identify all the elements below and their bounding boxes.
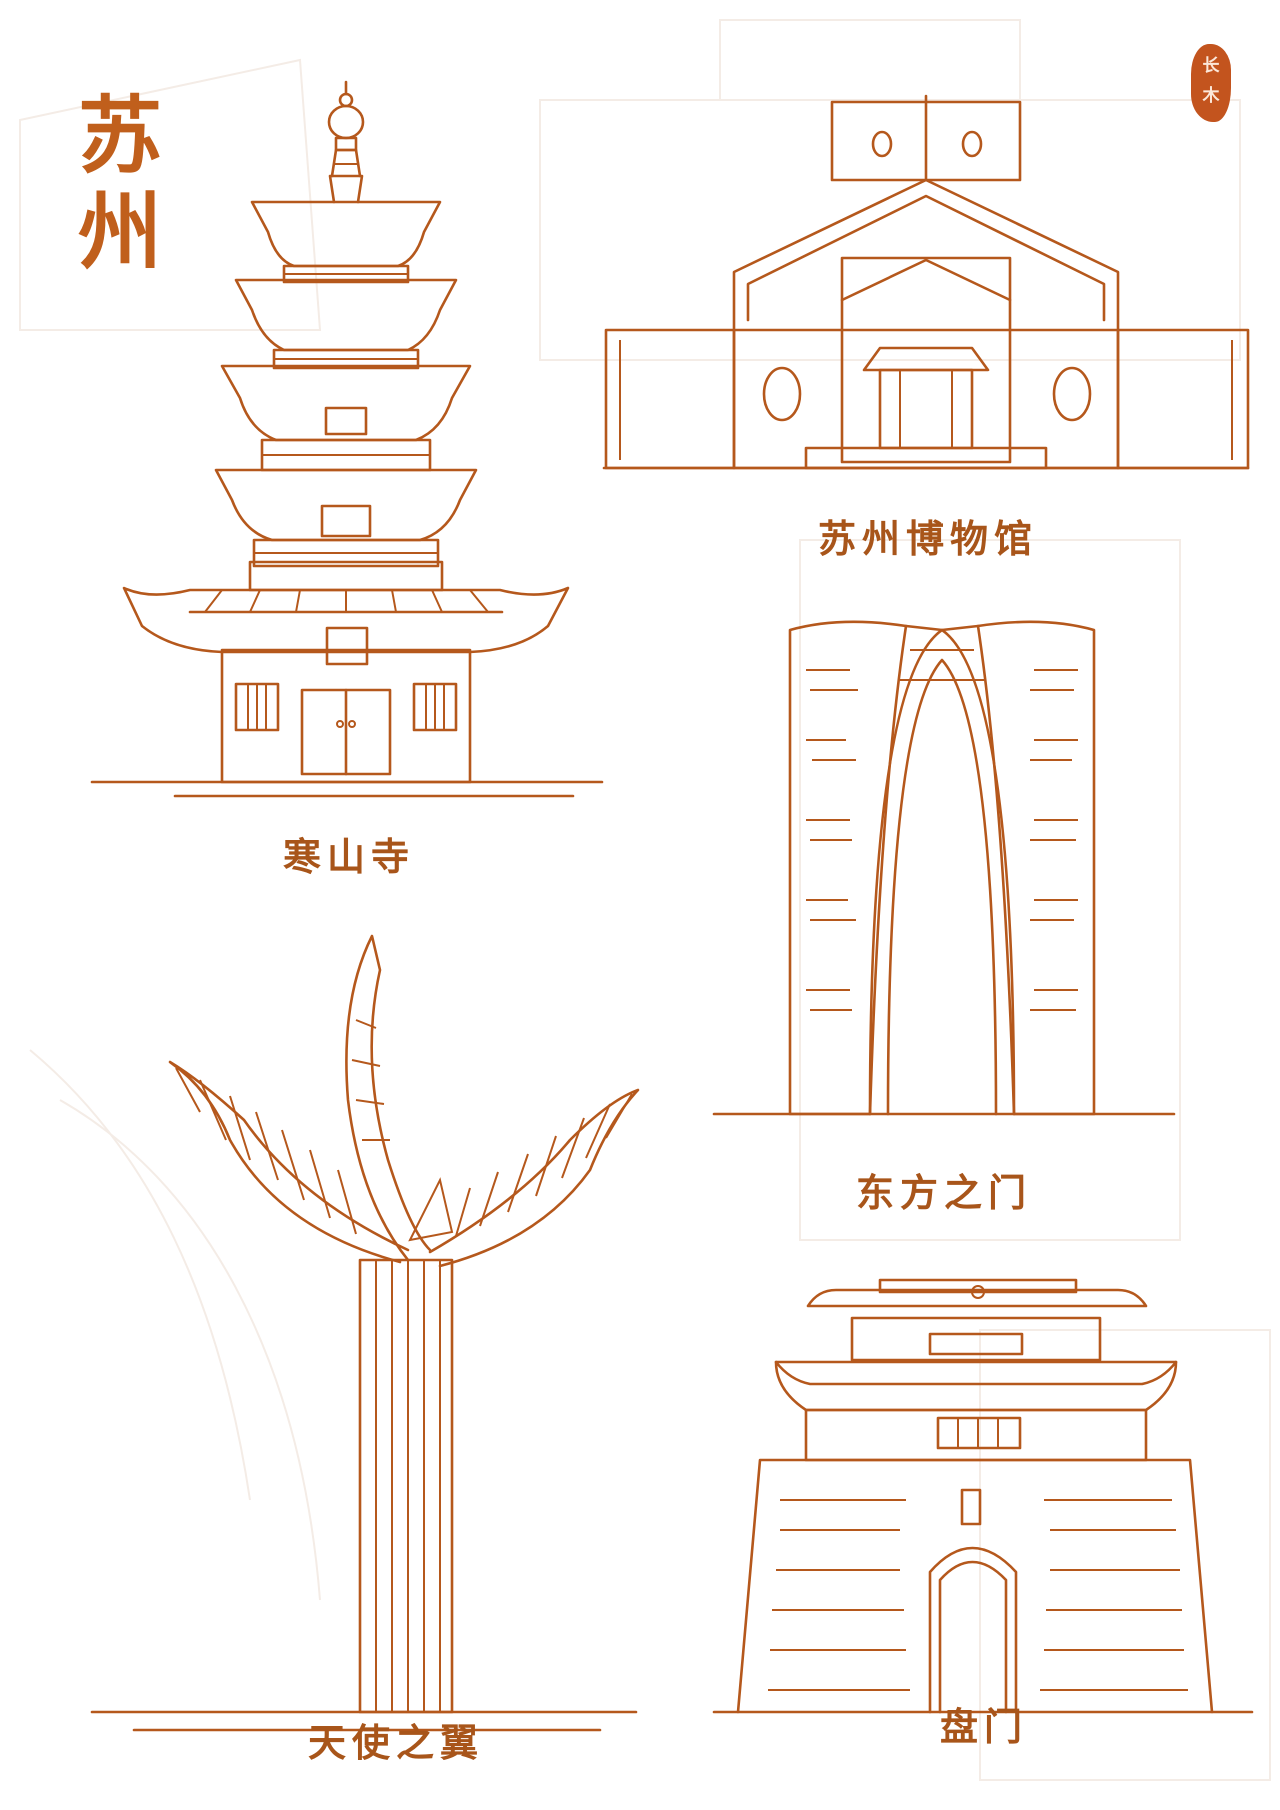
title-char-su: 苏 bbox=[78, 86, 163, 185]
title-char-zhou: 州 bbox=[78, 182, 163, 281]
label-hanshan-temple: 寒山寺 bbox=[283, 834, 416, 879]
label-wings-of-angel: 天使之翼 bbox=[308, 1720, 485, 1765]
seal-stamp: 长 木 bbox=[1191, 44, 1231, 122]
seal-glyph-1: 长 bbox=[1202, 56, 1220, 76]
label-suzhou-museum: 苏州博物馆 bbox=[818, 516, 1039, 561]
label-pan-gate: 盘门 bbox=[940, 1704, 1029, 1749]
seal-glyph-2: 木 bbox=[1202, 86, 1220, 106]
wings-of-angel-illustration bbox=[90, 934, 640, 1732]
suzhou-museum-illustration bbox=[602, 94, 1250, 470]
label-gate-of-orient: 东方之门 bbox=[856, 1170, 1033, 1215]
hanshan-temple-illustration bbox=[90, 80, 604, 798]
gate-of-orient-illustration bbox=[712, 620, 1176, 1116]
pan-gate-illustration bbox=[712, 1278, 1254, 1714]
